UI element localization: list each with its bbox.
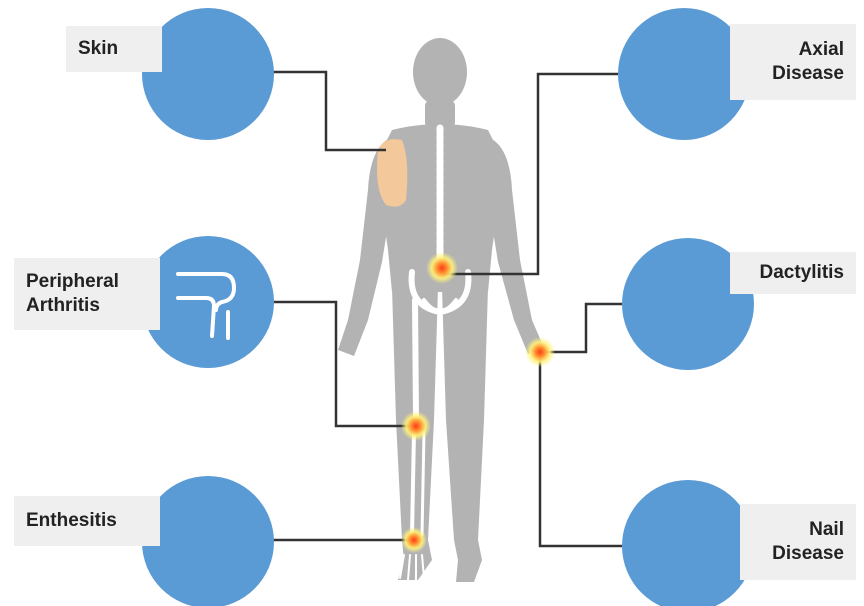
label-dactylitis-line-1: Dactylitis	[760, 261, 844, 285]
circle-enthesitis	[142, 476, 274, 606]
circle-nail-disease	[622, 480, 754, 606]
label-peripheral-arthritis-line-1: Peripheral	[26, 270, 119, 294]
label-enthesitis-line-1: Enthesitis	[26, 509, 117, 533]
fibula	[422, 432, 424, 535]
connector-nail-disease	[540, 356, 622, 546]
marker-ankle	[401, 527, 427, 553]
marker-spine	[426, 252, 458, 284]
right-arm	[488, 138, 544, 354]
connector-peripheral-arthritis	[272, 302, 414, 426]
label-axial-disease-line-1: Axial	[799, 38, 844, 62]
tibia	[412, 432, 414, 535]
label-peripheral-arthritis-line-2: Arthritis	[26, 294, 100, 318]
connector-skin	[272, 72, 386, 150]
label-axial-disease-line-2: Disease	[772, 62, 844, 86]
label-skin-line-1: Skin	[78, 37, 118, 61]
label-nail-disease: Nail Disease	[740, 504, 856, 580]
label-enthesitis: Enthesitis	[14, 496, 160, 546]
marker-knee	[401, 411, 431, 441]
circle-peripheral-arthritis	[142, 236, 274, 368]
marker-hand	[525, 337, 555, 367]
label-peripheral-arthritis: Peripheral Arthritis	[14, 258, 160, 330]
label-axial-disease: Axial Disease	[730, 24, 856, 100]
label-skin: Skin	[66, 26, 162, 72]
neck	[425, 100, 455, 128]
right-leg	[442, 288, 488, 582]
label-dactylitis: Dactylitis	[730, 252, 856, 294]
head	[413, 38, 467, 106]
femur	[415, 300, 416, 418]
label-nail-disease-line-2: Disease	[772, 542, 844, 566]
label-nail-disease-line-1: Nail	[809, 518, 844, 542]
